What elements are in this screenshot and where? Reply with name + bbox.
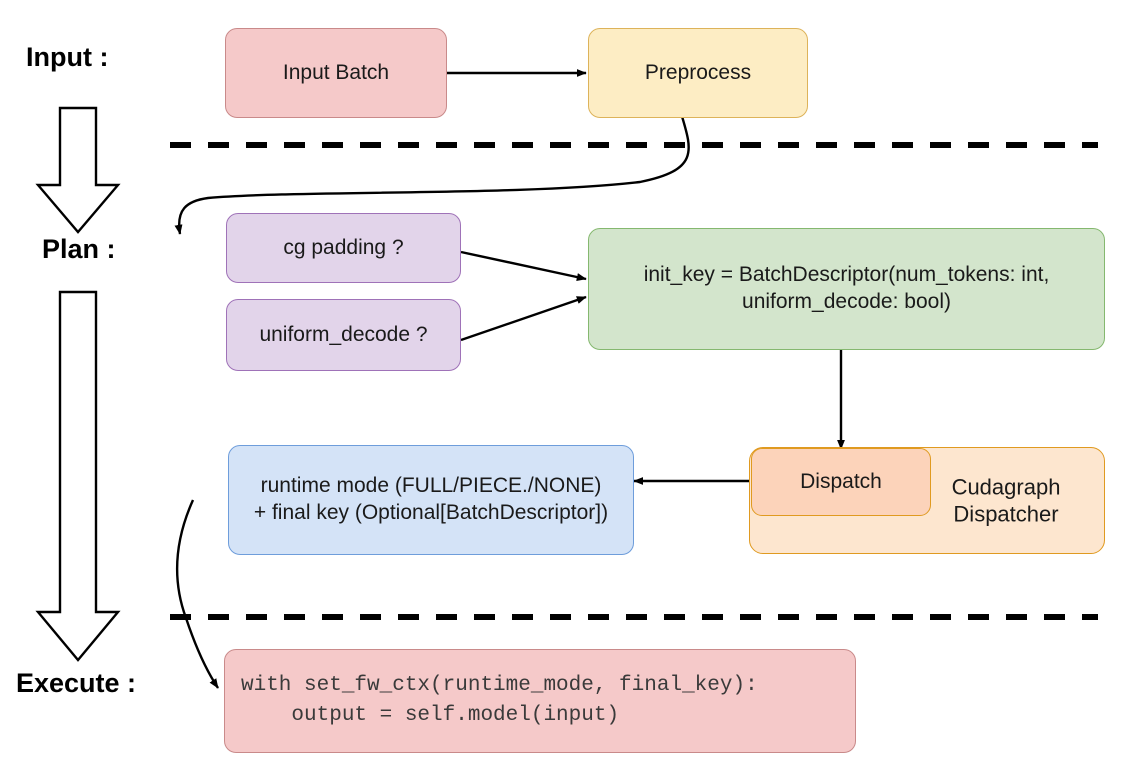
node-input-batch-label: Input Batch xyxy=(282,60,390,84)
connector-cg-padding-to-init-key xyxy=(460,250,587,281)
node-dispatch-label: Dispatch xyxy=(800,469,882,493)
node-runtime-mode-line-1: runtime mode (FULL/PIECE./NONE) xyxy=(260,474,602,498)
node-init-key-line-2: uniform_decode: bool) xyxy=(742,290,951,313)
node-preprocess-label: Preprocess xyxy=(644,60,752,84)
node-runtime-mode-line-2: + final key (Optional[BatchDescriptor]) xyxy=(253,501,609,524)
node-runtime-mode[interactable]: runtime mode (FULL/PIECE./NONE) + final … xyxy=(228,445,634,555)
connector-uniform-decode-to-init-key xyxy=(460,295,587,342)
node-execute-code[interactable]: with set_fw_ctx(runtime_mode, final_key)… xyxy=(224,649,856,753)
node-cudagraph-dispatcher-label: Cudagraph Dispatcher xyxy=(926,473,1086,528)
stage-flow-arrow-plan-to-execute xyxy=(35,290,121,662)
stage-label-input: Input : xyxy=(26,42,109,72)
connector-runtime-mode-to-execute xyxy=(176,499,219,689)
node-cudagraph-dispatcher-line-1: Cudagraph xyxy=(951,474,1061,499)
node-init-key-line-1: init_key = BatchDescriptor(num_tokens: i… xyxy=(643,263,1050,287)
connector-preprocess-to-plan xyxy=(174,112,690,235)
node-init-key[interactable]: init_key = BatchDescriptor(num_tokens: i… xyxy=(588,228,1105,350)
node-execute-code-line-2: output = self.model(input) xyxy=(241,704,620,727)
node-cg-padding[interactable]: cg padding ? xyxy=(226,213,461,283)
stage-label-plan: Plan : xyxy=(42,234,116,264)
stage-label-execute: Execute : xyxy=(16,668,137,698)
node-uniform-decode-label: uniform_decode ? xyxy=(259,322,428,346)
node-cudagraph-dispatcher-line-2: Dispatcher xyxy=(953,501,1059,527)
node-execute-code-line-1: with set_fw_ctx(runtime_mode, final_key)… xyxy=(241,673,758,697)
node-uniform-decode[interactable]: uniform_decode ? xyxy=(226,299,461,371)
stage-flow-arrow-input-to-plan xyxy=(35,106,121,234)
node-preprocess[interactable]: Preprocess xyxy=(588,28,808,118)
node-cg-padding-label: cg padding ? xyxy=(283,235,404,259)
node-input-batch[interactable]: Input Batch xyxy=(225,28,447,118)
node-dispatch[interactable]: Dispatch xyxy=(751,448,931,516)
